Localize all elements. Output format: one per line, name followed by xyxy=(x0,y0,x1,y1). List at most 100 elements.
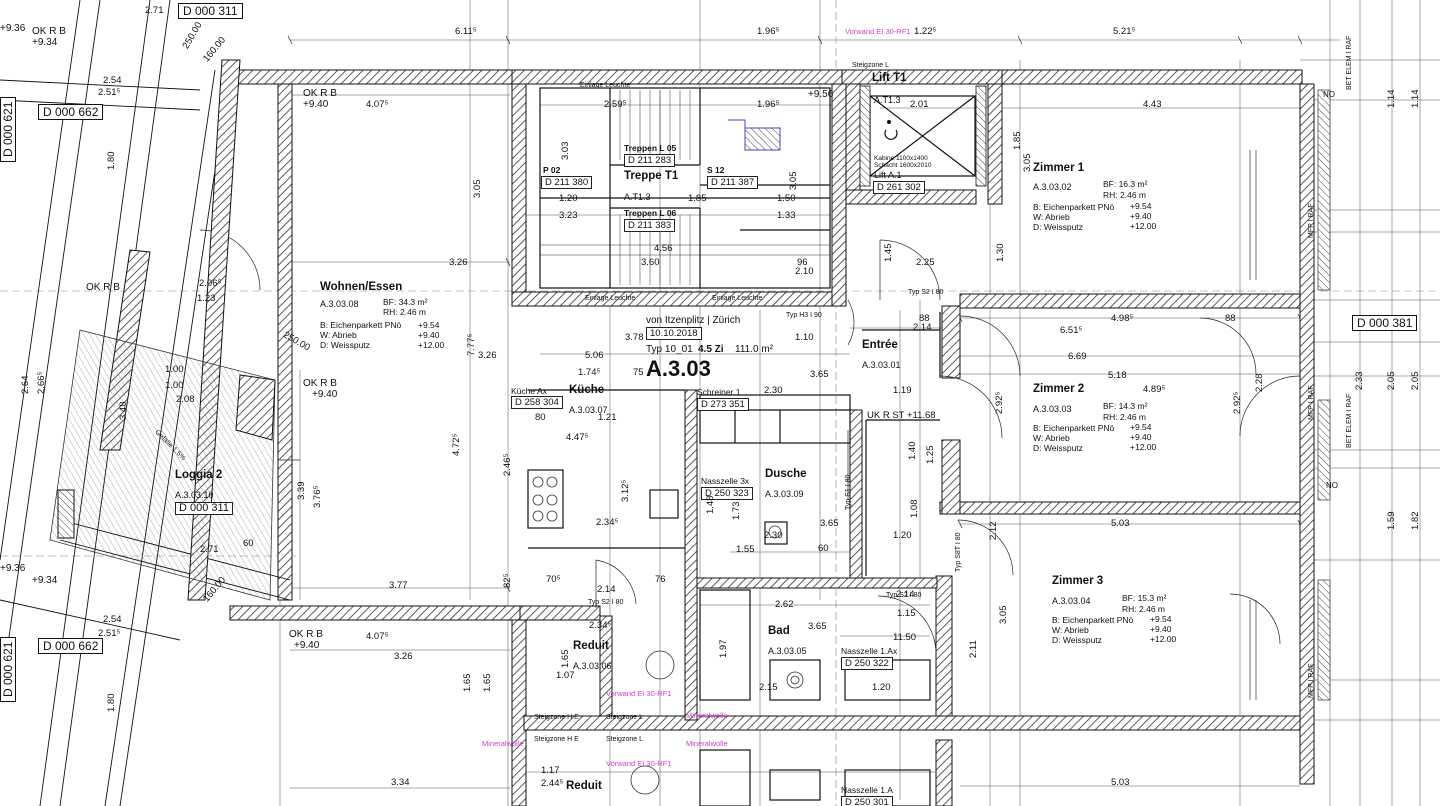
label-vorwand-3: Vorwand EI 30-RF1 xyxy=(606,759,672,768)
room-wohnen-bf: BF: 34.3 m² xyxy=(383,297,428,307)
dim: 1.65 xyxy=(560,649,571,669)
label-okrb-3-value: +9.40 xyxy=(294,640,320,651)
label-no-1: NO xyxy=(1323,90,1335,99)
label-bet-elem: BET ELEM I RAF xyxy=(1346,35,1353,90)
ref-d000381: D 000 381 xyxy=(1352,315,1418,331)
dim: 1.23 xyxy=(197,293,216,304)
dim: 1.59 xyxy=(1386,511,1397,531)
label-typ-s2-80-2: Typ S2 I 80 xyxy=(588,599,624,606)
label-nasszelle3: Nasszelle 3x xyxy=(701,476,750,486)
room-wohnen-level3: +12.00 xyxy=(418,340,445,350)
dim: 2.66⁵ xyxy=(36,371,47,394)
label-einlage-leuchte: Einlage Leuchte xyxy=(580,82,631,89)
dim: 3.03 xyxy=(560,141,571,161)
room-zimmer2-level3: +12.00 xyxy=(1130,442,1157,452)
date-box: 10.10.2018 xyxy=(646,327,702,340)
label-vorwand: Vorwand EI 30-RF1 xyxy=(845,27,911,36)
room-zimmer1-name: Zimmer 1 xyxy=(1033,162,1085,174)
label-typ-h3-90: Typ H3 I 90 xyxy=(786,312,822,319)
dim: 1.55 xyxy=(736,544,755,555)
room-dusche-code: A.3.03.09 xyxy=(765,489,804,499)
dim: 2.06⁵ xyxy=(199,278,222,289)
room-zimmer3-d: D: Weissputz xyxy=(1052,635,1102,645)
room-reduit-name: Reduit xyxy=(573,640,609,652)
dim: 2.14 xyxy=(597,584,616,595)
dim: 3.26 xyxy=(478,350,497,361)
dim: 1.40 xyxy=(907,441,918,461)
label-okrb-3: OK R B xyxy=(289,629,323,640)
label-no-2: NO xyxy=(1326,481,1338,490)
dim: 80 xyxy=(535,412,546,423)
dim: 1.07 xyxy=(556,670,575,681)
label-mfp-1: MFP I RAF xyxy=(1308,203,1315,238)
room-zimmer3-level1: +9.54 xyxy=(1150,614,1172,624)
dim: 3.05 xyxy=(998,605,1009,625)
dim: 2.34⁵ xyxy=(589,620,612,631)
ref-d000662-lower: D 000 662 xyxy=(38,638,104,654)
room-zimmer3-w: W: Abrieb xyxy=(1052,625,1089,635)
dim: 2.54 xyxy=(103,75,122,86)
dim: 1.20 xyxy=(559,193,578,204)
room-wohnen-level2: +9.40 xyxy=(418,330,440,340)
room-wohnen-code: A.3.03.08 xyxy=(320,299,359,309)
label-s12: S 12 xyxy=(707,165,725,175)
dim: 7.77⁵ xyxy=(466,333,477,356)
dim: 4.89⁵ xyxy=(1143,384,1166,395)
dim: 5.18 xyxy=(1108,370,1127,381)
label-okrb-5: OK R B xyxy=(86,282,120,293)
dim: 3.48 xyxy=(118,401,129,421)
room-treppe-code: A.T1.3 xyxy=(624,192,651,202)
dim: 5.03 xyxy=(1111,777,1130,788)
label-einlage-leuchte-3: Einlage Leuchte xyxy=(712,295,763,302)
label-mfp-2: MFP I RAF xyxy=(1308,663,1315,698)
dim: 2.25 xyxy=(916,257,935,268)
label-schreiner: Schreiner 1 xyxy=(697,387,741,397)
dim: 1.00 xyxy=(165,364,184,375)
label-nasszelle1: Nasszelle 1.A xyxy=(841,785,893,795)
label-mineralwolle-3: Mineralwolle xyxy=(686,739,728,748)
dim: 2.14 xyxy=(896,589,915,600)
dim: 2.34⁵ xyxy=(596,517,619,528)
dim: 2.05 xyxy=(1386,371,1397,391)
dim: 2.44⁵ xyxy=(541,778,564,789)
dim: 1.22⁵ xyxy=(914,26,937,37)
dim: 82⁵ xyxy=(502,573,513,588)
dim: 1.82 xyxy=(1410,511,1421,531)
dim: 3.05 xyxy=(1022,153,1033,173)
dim: 70⁵ xyxy=(546,574,561,585)
dim: 88 xyxy=(1225,313,1236,324)
ref-d211387: D 211 387 xyxy=(707,176,759,189)
room-zimmer2-code: A.3.03.03 xyxy=(1033,404,1072,414)
ref-d261302: D 261 302 xyxy=(873,181,925,194)
dim: 1.10 xyxy=(795,332,814,343)
label-okrb-1: OK R B xyxy=(303,88,337,99)
dim: 5.21⁵ xyxy=(1113,26,1136,37)
ref-d000311-top: D 000 311 xyxy=(178,3,243,19)
dim: 1.20 xyxy=(893,530,912,541)
label-typ-s2-80: Typ S2 I 80 xyxy=(908,289,944,296)
room-zimmer1-level2: +9.40 xyxy=(1130,211,1152,221)
dim: 3.23 xyxy=(559,210,578,221)
dim: 1.19 xyxy=(893,385,912,396)
room-zimmer2-w: W: Abrieb xyxy=(1033,433,1070,443)
dim: 2.01 xyxy=(910,99,929,110)
room-zimmer1-w: W: Abrieb xyxy=(1033,212,1070,222)
dim: 2.08 xyxy=(176,394,195,405)
room-loggia-name: Loggia 2 xyxy=(175,469,223,481)
dim: 2.51⁵ xyxy=(98,628,121,639)
dim: 5.06 xyxy=(585,350,604,361)
ref-d000621-lower: D 000 621 xyxy=(0,636,16,702)
dim: 3.26 xyxy=(449,257,468,268)
dim: 2.51⁵ xyxy=(98,87,121,98)
dim: 3.65 xyxy=(820,518,839,529)
ref-d000621: D 000 621 xyxy=(0,96,16,162)
room-wohnen-level1: +9.54 xyxy=(418,320,440,330)
dim: 1.14 xyxy=(1386,89,1397,109)
dim: 2.62 xyxy=(775,599,794,610)
lift-shaft: Schacht 1600x2010 xyxy=(874,162,932,169)
room-zimmer3-b: B: Eichenparkett PNö xyxy=(1052,615,1134,625)
dim: 3.78 xyxy=(625,332,644,343)
dim: 1.17 xyxy=(541,765,560,776)
label-steigzone-he-2: Steigzone H E xyxy=(534,736,579,743)
dim: 2.05 xyxy=(1410,371,1421,391)
